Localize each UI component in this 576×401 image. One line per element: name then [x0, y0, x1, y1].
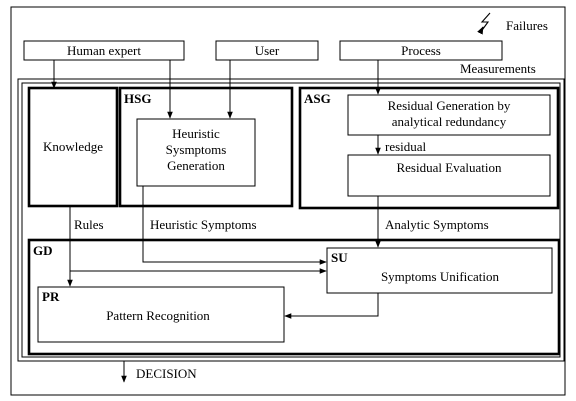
process-box	[339, 40, 503, 61]
su-tag: SU	[331, 250, 348, 265]
su-box	[326, 247, 553, 294]
measurements-label: Measurements	[460, 61, 536, 76]
knowledge-label: Knowledge	[43, 139, 103, 154]
human-expert-box	[23, 40, 185, 61]
knowledge-box	[27, 86, 119, 208]
arrow-su-to-pr	[284, 293, 379, 319]
arrow-heuristic-to-su	[142, 186, 327, 265]
human-expert-label: Human expert	[67, 43, 141, 58]
pr-box	[37, 286, 285, 343]
user-label: User	[255, 43, 280, 58]
arrows	[51, 60, 381, 383]
residual-gen-line-1: Residual Generation by	[388, 98, 511, 113]
process-label: Process	[401, 43, 441, 58]
heuristic-symptoms-label: Heuristic Symptoms	[150, 217, 257, 232]
main-frame-inner	[21, 82, 561, 358]
symptoms-unification-label: Symptoms Unification	[381, 269, 500, 284]
residual-label: residual	[385, 139, 427, 154]
asg-tag: ASG	[304, 91, 331, 106]
failures-indicator: Failures	[477, 12, 548, 35]
heuristic-gen-box	[136, 118, 256, 187]
residual-eval-box	[347, 154, 551, 197]
main-frame-outer	[17, 78, 565, 362]
heuristic-gen-line-3: Generation	[167, 158, 225, 173]
failures-label: Failures	[506, 18, 548, 33]
residual-eval-label: Residual Evaluation	[396, 160, 502, 175]
decision-label: DECISION	[136, 366, 197, 381]
user-box	[215, 40, 319, 61]
lightning-bolt-icon	[477, 12, 491, 35]
pattern-recognition-label: Pattern Recognition	[106, 308, 210, 323]
pr-tag: PR	[42, 289, 60, 304]
heuristic-gen-line-2: Sysmptoms	[166, 142, 227, 157]
rules-label: Rules	[74, 217, 104, 232]
analytic-symptoms-label: Analytic Symptoms	[385, 217, 489, 232]
hsg-tag: HSG	[124, 91, 151, 106]
residual-gen-box	[347, 94, 551, 136]
heuristic-gen-line-1: Heuristic	[172, 126, 220, 141]
residual-gen-line-2: analytical redundancy	[392, 114, 507, 129]
outer-frame	[10, 6, 566, 396]
gd-tag: GD	[33, 243, 53, 258]
